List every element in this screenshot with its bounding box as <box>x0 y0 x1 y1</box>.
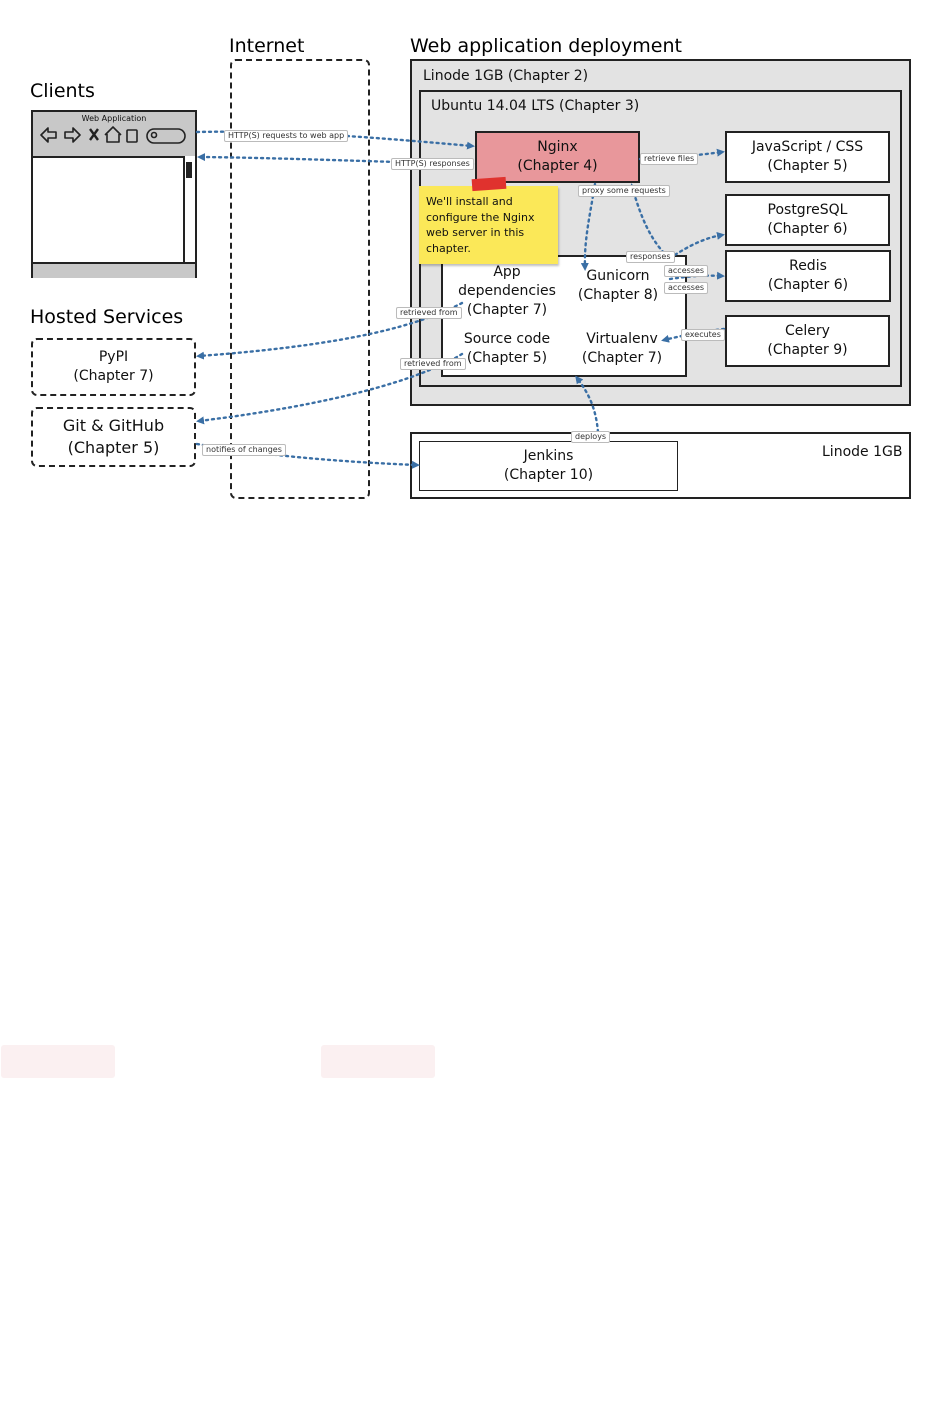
sticky-note: We'll install and configure the Nginx we… <box>419 186 558 264</box>
postgresql-node: PostgreSQL(Chapter 6) <box>725 194 890 246</box>
label-accesses-2: accesses <box>664 282 709 294</box>
internet-zone <box>230 59 370 499</box>
jenkins-node: Jenkins(Chapter 10) <box>419 441 678 491</box>
browser-title: Web Application <box>81 114 147 123</box>
hosted-services-heading: Hosted Services <box>30 306 184 328</box>
sticky-note-text: We'll install and configure the Nginx we… <box>426 195 535 255</box>
javascript-css-node: JavaScript / CSS(Chapter 5) <box>725 131 890 183</box>
browser-scrollbar[interactable] <box>183 156 195 262</box>
redis-node: Redis(Chapter 6) <box>725 250 891 302</box>
search-field <box>146 128 186 144</box>
nginx-node: Nginx(Chapter 4) <box>475 131 640 183</box>
gunicorn-node: Gunicorn(Chapter 8) <box>577 268 659 303</box>
clients-heading: Clients <box>30 80 95 102</box>
celery-node: Celery(Chapter 9) <box>725 315 890 367</box>
label-deploys: deploys <box>571 431 611 443</box>
scrollbar-thumb[interactable] <box>186 162 192 178</box>
label-accesses-1: accesses <box>664 265 709 277</box>
tape-strip <box>471 176 507 192</box>
label-retrieved-from-1: retrieved from <box>396 307 462 319</box>
forward-arrow-icon <box>64 127 81 143</box>
app-box <box>441 255 687 377</box>
browser-statusbar <box>33 262 195 278</box>
label-http-responses: HTTP(S) responses <box>391 158 474 170</box>
pypi-node: PyPI(Chapter 7) <box>31 338 196 396</box>
internet-heading: Internet <box>229 35 305 57</box>
home-icon <box>104 126 122 143</box>
label-notifies: notifies of changes <box>202 444 286 456</box>
virtualenv-node: Virtualenv(Chapter 7) <box>581 331 663 366</box>
source-code-node: Source code(Chapter 5) <box>463 331 551 366</box>
git-github-node: Git & GitHub(Chapter 5) <box>31 407 196 467</box>
search-icon <box>150 131 158 139</box>
label-responses: responses <box>626 251 675 263</box>
ubuntu-label: Ubuntu 14.04 LTS (Chapter 3) <box>431 98 640 114</box>
label-http-requests: HTTP(S) requests to web app <box>224 130 349 142</box>
browser-window: Web Application <box>31 110 197 278</box>
browser-toolbar <box>33 112 195 158</box>
close-icon <box>89 128 99 141</box>
label-executes: executes <box>681 329 725 341</box>
linode-main-label: Linode 1GB (Chapter 2) <box>423 68 589 84</box>
placeholder-pill-2 <box>321 1045 435 1078</box>
label-proxy: proxy some requests <box>578 185 670 197</box>
linode-jenkins-label: Linode 1GB <box>822 444 903 460</box>
browser-nav-icons <box>40 126 186 144</box>
back-arrow-icon <box>40 127 57 143</box>
web-app-deployment-heading: Web application deployment <box>410 35 682 57</box>
placeholder-pill-1 <box>1 1045 115 1078</box>
label-retrieved-from-2: retrieved from <box>400 358 466 370</box>
label-retrieve-files: retrieve files <box>640 153 699 165</box>
page-icon <box>126 129 138 143</box>
